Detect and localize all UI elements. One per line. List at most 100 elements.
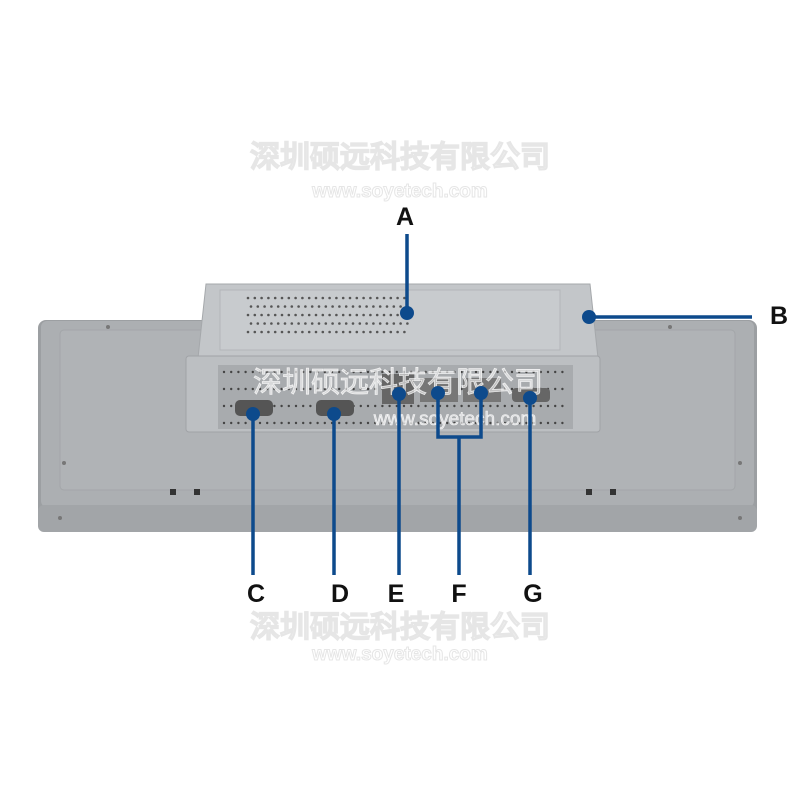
vent-hole xyxy=(301,296,304,300)
vent-hole xyxy=(328,330,331,334)
vent-hole xyxy=(489,421,492,425)
vent-hole xyxy=(314,330,318,334)
vent-hole xyxy=(316,387,319,391)
vent-hole xyxy=(246,296,250,300)
callout-label-e: E xyxy=(388,580,405,608)
vent-hole xyxy=(267,330,270,334)
vent-hole xyxy=(399,305,402,308)
vent-hole xyxy=(222,404,226,408)
vent-hole xyxy=(561,387,564,391)
vent-hole xyxy=(302,387,305,391)
vent-hole xyxy=(330,370,334,374)
vent-hole xyxy=(396,330,399,334)
vent-hole xyxy=(424,404,427,408)
vent-hole xyxy=(273,330,277,334)
vent-hole xyxy=(260,313,263,317)
vent-hole xyxy=(366,404,370,408)
vent-hole xyxy=(324,305,328,308)
vent-hole xyxy=(273,370,276,374)
vent-hole xyxy=(482,370,485,374)
vent-hole xyxy=(294,370,298,374)
vent-hole xyxy=(453,370,456,374)
vent-hole xyxy=(301,330,304,334)
vent-hole xyxy=(287,313,291,317)
vent-hole xyxy=(237,421,240,425)
vent-hole xyxy=(389,296,393,300)
vent-hole xyxy=(375,313,379,317)
vent-hole xyxy=(460,421,463,425)
vent-hole xyxy=(344,322,348,325)
vent-hole xyxy=(266,387,269,391)
vent-hole xyxy=(302,404,305,408)
vent-hole xyxy=(323,370,326,374)
vent-hole xyxy=(290,305,294,308)
vent-hole xyxy=(348,330,352,334)
vent-hole xyxy=(352,387,355,391)
vent-hole xyxy=(310,305,314,308)
vent-hole xyxy=(358,305,362,308)
vent-hole xyxy=(335,296,338,300)
vent-hole xyxy=(270,322,273,325)
vent-hole xyxy=(388,404,391,408)
vent-hole xyxy=(496,421,499,425)
vent-hole xyxy=(489,404,492,408)
vent-hole xyxy=(253,330,257,334)
vent-hole xyxy=(417,387,420,391)
vent-hole xyxy=(249,322,253,325)
vent-hole xyxy=(382,313,386,317)
vent-hole xyxy=(446,404,449,408)
vent-hole xyxy=(222,370,226,374)
vent-hole xyxy=(244,370,247,374)
vent-hole xyxy=(294,387,298,391)
vent-hole xyxy=(365,322,368,325)
callout-a: A xyxy=(396,203,414,320)
vent-hole xyxy=(328,313,331,317)
vent-hole xyxy=(338,322,341,325)
vent-hole xyxy=(554,421,557,425)
vent-hole xyxy=(273,296,277,300)
vent-hole xyxy=(410,421,413,425)
vent-hole xyxy=(396,313,399,317)
vent-hole xyxy=(230,421,233,425)
vent-hole xyxy=(410,370,413,374)
vent-hole xyxy=(561,370,564,374)
vent-hole xyxy=(359,404,362,408)
callout-label-d: D xyxy=(331,580,349,608)
vent-hole xyxy=(338,370,341,374)
vent-hole xyxy=(309,404,312,408)
vent-hole xyxy=(532,404,535,408)
vent-hole xyxy=(324,322,328,325)
vent-hole xyxy=(355,330,359,334)
vent-hole xyxy=(321,296,325,300)
vent-hole xyxy=(237,370,240,374)
vent-hole xyxy=(307,296,311,300)
vent-hole xyxy=(358,322,362,325)
watermark-company-top: 深圳硕远科技有限公司 xyxy=(250,140,550,175)
vent-hole xyxy=(395,370,398,374)
vent-hole xyxy=(438,370,442,374)
vent-hole xyxy=(302,370,305,374)
vent-hole xyxy=(460,370,463,374)
vent-hole xyxy=(489,370,492,374)
vent-hole xyxy=(362,296,365,300)
vent-hole xyxy=(246,313,250,317)
vent-hole xyxy=(446,370,449,374)
vent-hole xyxy=(388,421,391,425)
vent-hole xyxy=(222,421,226,425)
watermark-url-top: www.soyetech.com xyxy=(311,181,488,202)
vent-hole xyxy=(348,296,352,300)
callout-b: B xyxy=(582,302,788,330)
vent-hole xyxy=(532,421,535,425)
vent-hole xyxy=(256,305,260,308)
vent-hole xyxy=(424,421,427,425)
vent-hole xyxy=(310,322,314,325)
vent-hole xyxy=(341,330,345,334)
vent-hole xyxy=(375,296,379,300)
vent-hole xyxy=(309,421,312,425)
vent-hole xyxy=(467,404,470,408)
vent-hole xyxy=(417,370,420,374)
vent-hole xyxy=(496,370,499,374)
vent-hole xyxy=(244,387,247,391)
vent-hole xyxy=(222,387,226,391)
watermark-company-bottom: 深圳硕远科技有限公司 xyxy=(250,610,550,645)
